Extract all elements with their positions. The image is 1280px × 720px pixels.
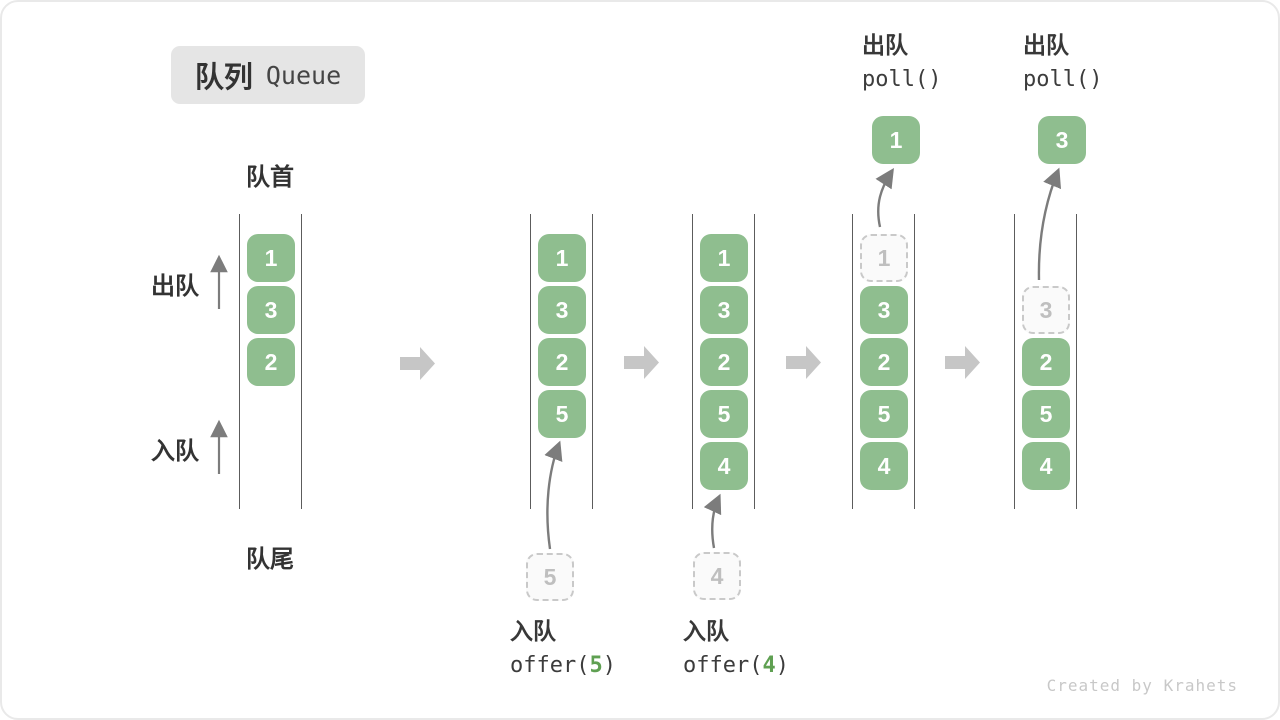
offer-action-label: 入队: [683, 618, 729, 644]
queue-block: 4: [1022, 442, 1070, 490]
queue-block: 4: [860, 442, 908, 490]
queue-block: 5: [860, 390, 908, 438]
poll-action-label: 出队: [1023, 32, 1069, 58]
queue-column-state-1: 1 3 2: [239, 214, 302, 509]
poll-1-caption: 出队 poll(): [862, 34, 941, 91]
staged-enqueue-block: 5: [526, 553, 574, 601]
queue-block: 1: [700, 234, 748, 282]
title-english: Queue: [265, 60, 342, 90]
queue-block: 4: [700, 442, 748, 490]
polled-result-block: 3: [1038, 116, 1086, 164]
staged-enqueue-block: 4: [693, 552, 741, 600]
offer-action-label: 入队: [510, 618, 556, 644]
queue-block: 5: [1022, 390, 1070, 438]
queue-block: 5: [538, 390, 586, 438]
queue-block: 1: [247, 234, 295, 282]
poll-action-label: 出队: [862, 32, 908, 58]
offer-code-label: offer(4): [683, 653, 789, 678]
queue-column-state-5: 3 2 5 4: [1014, 214, 1077, 509]
queue-block: 3: [247, 286, 295, 334]
dequeue-side-label: 出队: [151, 273, 199, 300]
title-chinese: 队列: [194, 62, 253, 94]
state-transition-arrow-icon: [945, 346, 980, 379]
queue-block: 3: [538, 286, 586, 334]
removed-block-ghost: 1: [860, 234, 908, 282]
queue-block: 2: [700, 338, 748, 386]
queue-column-state-3: 1 3 2 5 4: [692, 214, 755, 509]
queue-block: 2: [860, 338, 908, 386]
state-transition-arrow-icon: [400, 347, 435, 380]
queue-rear-label: 队尾: [246, 546, 294, 573]
poll-3-caption: 出队 poll(): [1023, 34, 1102, 91]
queue-column-state-2: 1 3 2 5: [530, 214, 593, 509]
queue-block: 2: [247, 338, 295, 386]
queue-block: 2: [1022, 338, 1070, 386]
enqueue-side-label: 入队: [151, 438, 199, 465]
watermark: Created by Krahets: [1046, 676, 1238, 695]
poll-code-label: poll(): [1023, 67, 1103, 92]
offer-4-caption: 入队 offer(4): [683, 620, 789, 677]
state-transition-arrow-icon: [786, 346, 821, 379]
queue-block: 3: [700, 286, 748, 334]
poll-code-label: poll(): [862, 67, 942, 92]
queue-block: 5: [700, 390, 748, 438]
removed-block-ghost: 3: [1022, 286, 1070, 334]
queue-column-state-4: 1 3 2 5 4: [852, 214, 915, 509]
state-transition-arrow-icon: [624, 346, 659, 379]
queue-front-label: 队首: [246, 164, 294, 191]
offer-5-caption: 入队 offer(5): [510, 620, 616, 677]
polled-result-block: 1: [872, 116, 920, 164]
queue-block: 1: [538, 234, 586, 282]
queue-block: 3: [860, 286, 908, 334]
queue-block: 2: [538, 338, 586, 386]
title-badge: 队列 Queue: [171, 46, 365, 104]
offer-code-label: offer(5): [510, 653, 616, 678]
